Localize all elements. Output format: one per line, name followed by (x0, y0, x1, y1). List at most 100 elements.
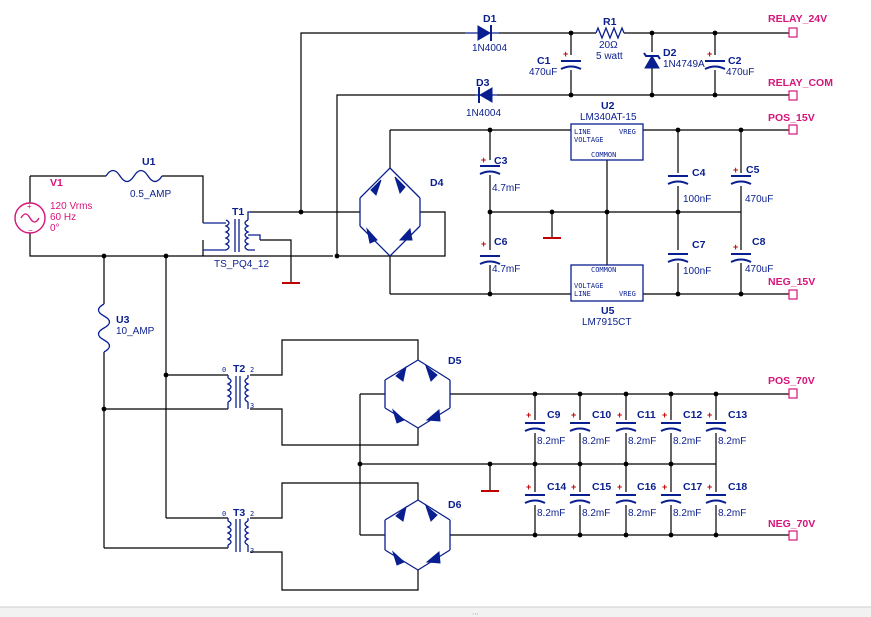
capacitor-c2[interactable]: + C2 470uF (704, 49, 754, 78)
capacitor-c10[interactable]: + C10 8.2mF (569, 409, 611, 447)
svg-text:VOLTAGE: VOLTAGE (574, 136, 604, 144)
svg-text:C14: C14 (547, 481, 566, 493)
ground-symbols (282, 237, 561, 492)
transformer-t3[interactable]: T3 0 2 3 (222, 507, 254, 555)
d5-ref: D5 (448, 355, 462, 367)
u3-ref: U3 (116, 314, 130, 326)
svg-text:+: + (571, 482, 576, 492)
svg-text:C9: C9 (547, 409, 561, 421)
svg-text:470uF: 470uF (726, 67, 754, 78)
d6-ref: D6 (448, 499, 462, 511)
fuse-u1[interactable]: U1 0.5_AMP (105, 156, 171, 200)
transformer-t2[interactable]: T2 0 2 3 (222, 363, 254, 410)
net-label-neg-70v: NEG_70V (768, 518, 815, 530)
svg-text:+: + (617, 410, 622, 420)
d2-model: 1N4749A (663, 59, 705, 70)
t1-model: TS_PQ4_12 (214, 259, 269, 270)
diode-d3[interactable]: D3 1N4004 (466, 77, 501, 119)
svg-text:C13: C13 (728, 409, 747, 421)
capacitor-c11[interactable]: + C11 8.2mF (615, 409, 656, 447)
u1-value: 0.5_AMP (130, 189, 171, 200)
v1-phase: 0° (50, 223, 60, 234)
resistor-r1[interactable]: R1 20Ω 5 watt (595, 16, 625, 62)
regulator-u5[interactable]: COMMON VOLTAGE LINE VREG U5 LM7915CT (570, 264, 644, 328)
diode-d1[interactable]: D1 1N4004 (465, 13, 507, 54)
capacitor-c17[interactable]: + C17 8.2mF (660, 481, 702, 519)
transformer-t1[interactable]: T1 TS_PQ4_12 (203, 206, 269, 270)
svg-text:+: + (662, 482, 667, 492)
ac-source-v1[interactable]: + − V1 120 Vrms 60 Hz 0° (14, 177, 92, 235)
svg-text:VREG: VREG (619, 128, 636, 136)
capacitor-c13[interactable]: + C13 8.2mF (705, 409, 747, 447)
net-label-pos-70v: POS_70V (768, 375, 815, 387)
scrollbar-grip-icon[interactable]: ⋯ (472, 610, 479, 617)
capacitor-c9[interactable]: + C9 8.2mF (524, 409, 565, 447)
svg-text:+: + (526, 482, 531, 492)
svg-text:8.2mF: 8.2mF (673, 508, 701, 519)
net-label-relay-24v: RELAY_24V (768, 13, 827, 25)
r1-value: 20Ω (599, 40, 618, 51)
svg-text:C16: C16 (637, 481, 656, 493)
capacitor-c4[interactable]: C4 100nF (667, 167, 711, 205)
minus-sign-icon: − (28, 226, 33, 235)
v1-frequency: 60 Hz (50, 212, 76, 223)
capacitor-c7[interactable]: C7 100nF (667, 239, 711, 277)
capacitor-c6[interactable]: + C6 4.7mF (479, 236, 520, 275)
svg-text:C15: C15 (592, 481, 611, 493)
bridge-rectifier-d5[interactable]: D5 (384, 355, 462, 429)
svg-text:+: + (481, 155, 486, 165)
zener-diode-d2[interactable]: D2 1N4749A (643, 47, 705, 70)
svg-text:470uF: 470uF (745, 264, 773, 275)
svg-text:VREG: VREG (619, 290, 636, 298)
net-label-pos-15v: POS_15V (768, 112, 815, 124)
bridge-rectifier-d6[interactable]: D6 (384, 499, 462, 571)
svg-text:C18: C18 (728, 481, 747, 493)
horizontal-scrollbar[interactable] (0, 607, 871, 617)
svg-text:8.2mF: 8.2mF (582, 508, 610, 519)
svg-text:C5: C5 (746, 164, 760, 176)
capacitor-c14[interactable]: + C14 8.2mF (524, 481, 566, 519)
svg-text:470uF: 470uF (529, 67, 557, 78)
capacitor-c3[interactable]: + C3 4.7mF (479, 155, 520, 194)
wires (29, 32, 795, 591)
svg-text:0: 0 (222, 366, 226, 374)
t1-ref: T1 (232, 206, 244, 218)
svg-text:8.2mF: 8.2mF (628, 508, 656, 519)
svg-text:LINE: LINE (574, 290, 591, 298)
bridge-rectifier-d4[interactable] (360, 168, 420, 256)
r1-ref: R1 (603, 16, 617, 28)
svg-text:8.2mF: 8.2mF (718, 436, 746, 447)
capacitor-c15[interactable]: + C15 8.2mF (569, 481, 611, 519)
capacitor-c8[interactable]: + C8 470uF (730, 236, 773, 275)
r1-power: 5 watt (596, 51, 623, 62)
port-connector-icon (788, 530, 798, 541)
capacitor-bank-70v: + C9 8.2mF + C10 8.2mF + C11 8.2mF + C12… (524, 409, 747, 519)
svg-text:8.2mF: 8.2mF (537, 508, 565, 519)
svg-text:8.2mF: 8.2mF (582, 436, 610, 447)
svg-text:C2: C2 (728, 55, 742, 67)
capacitor-c5[interactable]: + C5 470uF (730, 164, 773, 205)
u3-value: 10_AMP (116, 326, 155, 337)
svg-text:LINE: LINE (574, 128, 591, 136)
fuse-u3[interactable]: U3 10_AMP (97, 303, 155, 353)
plus-sign-icon: + (27, 202, 32, 211)
svg-text:470uF: 470uF (745, 194, 773, 205)
capacitor-c16[interactable]: + C16 8.2mF (615, 481, 656, 519)
svg-text:+: + (571, 410, 576, 420)
capacitor-c18[interactable]: + C18 8.2mF (705, 481, 747, 519)
svg-text:+: + (733, 242, 738, 252)
svg-text:4.7mF: 4.7mF (492, 183, 520, 194)
port-connector-icon (788, 289, 798, 300)
capacitor-c12[interactable]: + C12 8.2mF (660, 409, 702, 447)
capacitor-c1[interactable]: + C1 470uF (529, 49, 582, 78)
svg-text:C8: C8 (752, 236, 766, 248)
regulator-u2[interactable]: U2 LM340AT-15 LINE VOLTAGE VREG COMMON (570, 100, 644, 161)
svg-text:+: + (707, 49, 712, 59)
svg-text:+: + (617, 482, 622, 492)
t2-ref: T2 (233, 363, 245, 375)
svg-text:C12: C12 (683, 409, 702, 421)
port-connector-icon (788, 388, 798, 399)
d3-model: 1N4004 (466, 108, 501, 119)
port-connector-icon (788, 90, 798, 101)
